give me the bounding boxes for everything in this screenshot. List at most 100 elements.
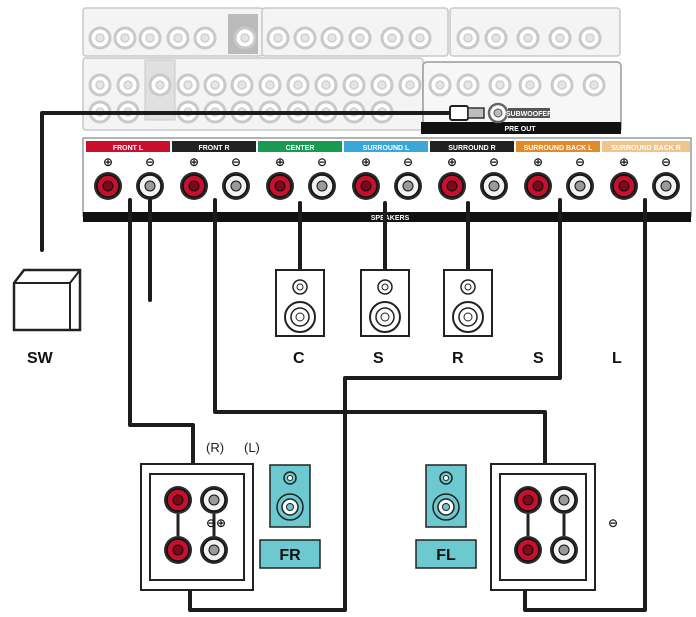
channel-label-text: SURROUND R (448, 145, 495, 152)
faint-jack (116, 73, 140, 97)
minus-terminal (480, 172, 508, 200)
minus-terminal (394, 172, 422, 200)
faint-jack (518, 73, 542, 97)
minus-terminal (566, 172, 594, 200)
bookshelf-speaker (360, 269, 410, 337)
fl-plus-terminal (514, 536, 542, 564)
faint-jack (456, 73, 480, 97)
fl-speaker: FL (415, 464, 477, 569)
faint-jack (203, 73, 227, 97)
plus-terminal (524, 172, 552, 200)
subwoofer-speaker (12, 268, 82, 332)
faint-jack (88, 73, 112, 97)
small-speakers (275, 269, 493, 337)
faint-jack (286, 73, 310, 97)
channel-label-surround-l: SURROUND L⊕⊖ (344, 141, 428, 169)
faint-jack (548, 26, 572, 50)
faint-jack (166, 26, 190, 50)
subwoofer-label: SUBWOOFER (506, 111, 552, 118)
minus-plus-fr: ⊖⊕ (206, 516, 226, 530)
faint-jack (138, 26, 162, 50)
channel-label-text: FRONT L (113, 145, 144, 152)
faint-jack (578, 26, 602, 50)
minus-terminal (136, 172, 164, 200)
front-speaker-terminals (164, 486, 578, 564)
faint-jack (176, 73, 200, 97)
plus-mark: ⊕ (533, 155, 543, 169)
channel-label-surround-back-r: SURROUND BACK R ⊕ ⊖ (602, 141, 690, 169)
plus-mark: ⊕ (189, 155, 199, 169)
faint-jack (582, 73, 606, 97)
plus-terminal (180, 172, 208, 200)
sw-label: SW (27, 350, 54, 367)
fr-terminal-box (140, 463, 254, 591)
l-label: L (612, 350, 622, 367)
c-label: C (293, 350, 305, 367)
fl-label: FL (436, 547, 456, 564)
minus-terminal (652, 172, 680, 200)
minus-mark: ⊖ (231, 155, 241, 169)
minus-mark: ⊖ (661, 155, 671, 169)
bookshelf-speaker (275, 269, 325, 337)
faint-jack (230, 73, 254, 97)
plus-terminal (352, 172, 380, 200)
minus-mark: ⊖ (575, 155, 585, 169)
faint-jack (258, 73, 282, 97)
faint-jack (370, 73, 394, 97)
faint-jack (380, 26, 404, 50)
minus-terminal (308, 172, 336, 200)
s-label-2: S (533, 350, 544, 367)
pre-out-label: PRE OUT (504, 126, 536, 133)
channel-label-text: FRONT R (198, 145, 229, 152)
minus-terminal (222, 172, 250, 200)
faint-jack (550, 73, 574, 97)
fr-minus-terminal (200, 536, 228, 564)
faint-jack (516, 26, 540, 50)
surround-back-l-wire (188, 198, 562, 612)
faint-jack (408, 26, 432, 50)
faint-jack (398, 73, 422, 97)
fl-terminal-box (490, 463, 596, 591)
faint-jack (314, 73, 338, 97)
faint-jack (113, 26, 137, 50)
plus-terminal (94, 172, 122, 200)
channel-labels: FRONT L⊕⊖FRONT R⊕⊖CENTER⊕⊖SURROUND L⊕⊖SU… (86, 141, 690, 169)
channel-label-text: SURROUND BACK R (611, 145, 681, 152)
r-label: R (452, 350, 464, 367)
minus-fl: ⊖ (608, 516, 618, 530)
minus-mark: ⊖ (145, 155, 155, 169)
l-tag: (L) (244, 440, 260, 455)
bookshelf-speaker (443, 269, 493, 337)
faint-jack (293, 26, 317, 50)
speaker-terminals (94, 172, 680, 200)
fr-plus-terminal (164, 536, 192, 564)
plus-mark: ⊕ (447, 155, 457, 169)
faint-jack (320, 26, 344, 50)
plus-mark: ⊕ (361, 155, 371, 169)
channel-label-text: CENTER (286, 145, 315, 152)
faint-jack (88, 26, 112, 50)
r-tag: (R) (206, 440, 224, 455)
plus-terminal (266, 172, 294, 200)
subwoofer-cable (40, 111, 452, 252)
plus-terminal (610, 172, 638, 200)
front-r-plus-wire (213, 198, 547, 497)
faint-jack (148, 73, 172, 97)
pre-out-panel (422, 61, 622, 133)
channel-label-text: SURROUND BACK L (524, 145, 594, 152)
faint-jack (488, 73, 512, 97)
front-l-plus-wire (128, 198, 195, 497)
faint-jack (428, 73, 452, 97)
fl-minus-terminal (550, 536, 578, 564)
faint-jack (456, 26, 480, 50)
channel-label-front-l: FRONT L⊕⊖ (86, 141, 170, 169)
faint-jack (193, 26, 217, 50)
faint-jack (233, 26, 257, 50)
plus-mark: ⊕ (619, 155, 629, 169)
fr-minus-terminal (200, 486, 228, 514)
channel-label-front-r: FRONT R ⊕ ⊖ (172, 141, 256, 169)
plus-mark: ⊕ (275, 155, 285, 169)
fr-label: FR (279, 547, 301, 564)
speakers-label: SPEAKERS (371, 215, 410, 222)
faint-jack (484, 26, 508, 50)
